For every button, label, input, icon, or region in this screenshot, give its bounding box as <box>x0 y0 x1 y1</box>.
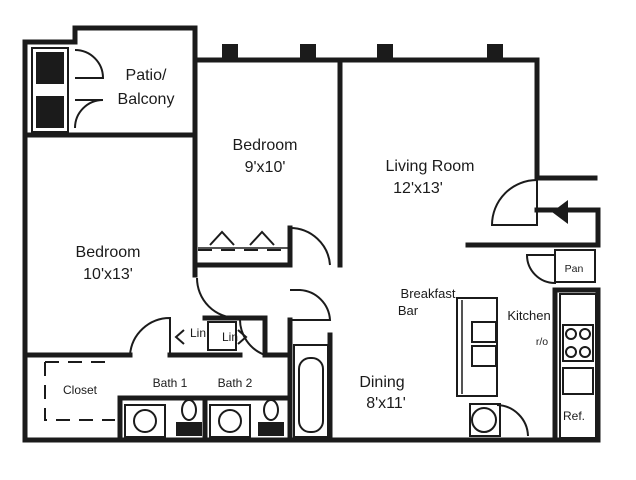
kitchen-counter <box>559 293 597 439</box>
storage-shelf <box>36 96 64 128</box>
bar-stool <box>471 345 497 367</box>
bath-door-swing <box>290 289 332 321</box>
toilet-icon <box>263 399 279 421</box>
bifold-door <box>209 230 235 246</box>
closet-label: Closet <box>63 383 98 397</box>
windows <box>222 44 503 58</box>
window-block <box>377 44 393 58</box>
closet-doors <box>198 230 290 251</box>
burner-icon <box>579 346 591 358</box>
range-label: r/o <box>536 336 548 348</box>
sink-icon <box>133 409 157 433</box>
patio-label-1: Patio/ <box>126 67 167 84</box>
door-swing <box>74 99 104 129</box>
linen-box <box>207 321 237 351</box>
bedroom-door-swing <box>289 226 331 266</box>
patio-label-2: Balcony <box>118 91 175 108</box>
sink-icon <box>218 409 242 433</box>
dining-name: Dining <box>359 374 404 391</box>
exterior-wall <box>22 39 601 443</box>
refrigerator-label: Ref. <box>563 409 585 423</box>
large-bedroom-name: Bedroom <box>76 244 141 261</box>
water-heater-icon <box>471 407 497 433</box>
living-room-name: Living Room <box>386 158 475 175</box>
kitchen-counters <box>559 293 597 439</box>
bath1-label: Bath 1 <box>153 376 188 390</box>
bifold-door <box>249 230 275 246</box>
patio-storage <box>31 47 105 133</box>
pantry-label: Pan <box>565 263 584 275</box>
bath2-label: Bath 2 <box>218 376 253 390</box>
toilet-icon <box>181 399 197 421</box>
bedroom-door-swing <box>196 277 238 319</box>
sink-cabinet <box>562 367 594 395</box>
walls <box>22 25 601 443</box>
breakfast-label-2: Bar <box>398 303 419 318</box>
bath-door-swing <box>238 317 266 356</box>
storage-shelf <box>36 52 64 84</box>
burner-icon <box>565 328 577 340</box>
large-bedroom-size: 10'x13' <box>83 266 133 283</box>
linen-label-1: Lin <box>190 326 206 340</box>
breakfast-bar <box>456 297 498 397</box>
kitchen-wall <box>465 242 601 443</box>
dining-size: 8'x11' <box>366 395 406 412</box>
closet-outline <box>44 362 115 421</box>
toilet-tank <box>258 422 284 436</box>
large-bedroom-wall <box>22 262 198 358</box>
pantry-door-swing <box>525 254 556 285</box>
utility-closet <box>469 403 501 437</box>
entry-door-swing <box>490 178 538 226</box>
small-bedroom-size: 9'x10' <box>245 159 286 176</box>
pantry-box <box>554 249 596 283</box>
burner-icon <box>579 328 591 340</box>
window-block <box>487 44 503 58</box>
linen-label-2: Lin <box>222 330 238 344</box>
closet-door-swing <box>496 404 529 437</box>
linen-door <box>174 329 185 345</box>
linen-closets <box>174 321 248 351</box>
large-bedroom-door <box>129 316 171 356</box>
breakfast-label-1: Breakfast <box>401 286 456 301</box>
entry-arrow-icon <box>552 200 568 224</box>
door-swing <box>74 49 105 79</box>
window-block <box>300 44 316 58</box>
small-bedroom-name: Bedroom <box>233 137 298 154</box>
burner-icon <box>565 346 577 358</box>
bar-stool <box>471 321 497 343</box>
bath-partition <box>117 395 293 443</box>
window-block <box>222 44 238 58</box>
toilet-tank <box>176 422 202 436</box>
living-room-size: 12'x13' <box>393 180 443 197</box>
kitchen-label: Kitchen <box>507 308 550 323</box>
patio-wall <box>22 25 198 138</box>
linen-door <box>237 329 248 345</box>
tub-basin-icon <box>298 357 324 433</box>
bath-fixtures <box>124 344 329 438</box>
